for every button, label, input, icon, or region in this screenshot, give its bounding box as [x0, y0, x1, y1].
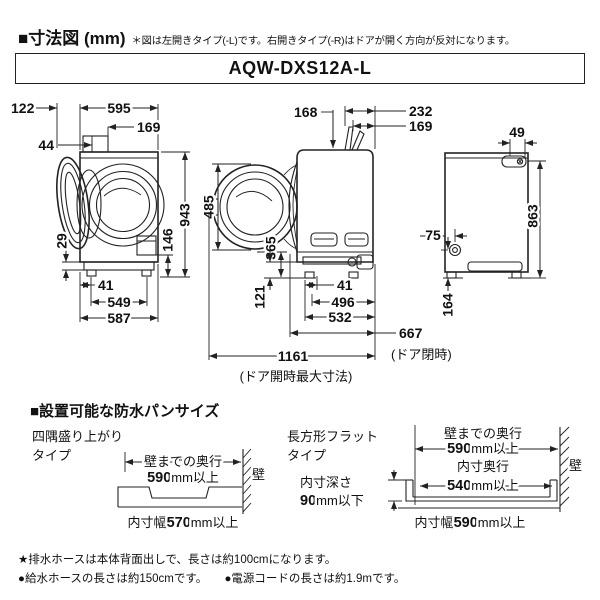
footnote-drain-hose: ★排水ホースは本体背面出しで、長さは約100cmになります。: [18, 554, 337, 566]
drain-hose-top: [344, 126, 354, 151]
pan-left-wall-depth-label: 壁までの奥行: [144, 454, 222, 469]
pan-left-width-label: 内寸幅570mm以上: [128, 515, 239, 531]
pan-right-type-line1: 長方形フラット: [287, 429, 378, 444]
pan-right-wall-depth-value: 590mm以上: [447, 441, 519, 457]
dim-side-leg-inset: 41: [337, 277, 353, 293]
drain-filter-box: [136, 235, 157, 256]
model-number: AQW-DXS12A-L: [228, 58, 372, 78]
door-opening-note: ＊図は左開きタイプ(-L)です。右開きタイプ(-R)はドアが開く方向が反対になり…: [131, 36, 516, 47]
door-opening-outline: [81, 163, 165, 247]
waterproof-pan-canvas: ■設置可能な防水パンサイズ 四隅盛り上がり タイプ 壁 壁までの奥行 590mm…: [30, 402, 585, 534]
open-door-front: [56, 156, 90, 250]
pan-right-depth-label: 内寸深さ: [300, 475, 352, 490]
side-view-drawing: [210, 126, 374, 279]
dim-side-door-closed-depth: 667: [399, 325, 423, 341]
pan-right-diagram: 長方形フラット タイプ 壁 壁までの奥行 590mm以上 内寸奥行 540mm以…: [285, 424, 585, 534]
dimension-drawings-canvas: 122 595 169 44 943 146 29: [9, 98, 546, 387]
pan-right-profile: [405, 480, 558, 502]
dim-side-depth: 532: [328, 309, 352, 325]
front-left-leg: [86, 269, 97, 277]
dim-side-door-diameter: 485: [201, 195, 217, 219]
footnote-row: ●給水ホースの長さは約150cmです。 ●電源コードの長さは約1.9mです。: [18, 570, 419, 586]
side-view-dimensions: 168 232 169 485 365 121: [198, 101, 454, 387]
front-right-leg: [141, 269, 152, 277]
dim-side-hose-offset: 169: [409, 118, 433, 134]
door-open-note: (ドア開時最大寸法): [240, 369, 353, 384]
pan-left-profile: [117, 486, 242, 507]
water-inlet-slot: [501, 155, 527, 168]
drain-elbow: [356, 254, 374, 270]
footnote-power-cord: ●電源コードの長さは約1.9mです。: [224, 573, 406, 585]
door-closed-note: (ドア閉時): [391, 347, 452, 362]
dim-front-hook-offset: 44: [38, 137, 54, 153]
dim-side-base-height: 121: [252, 285, 268, 309]
dim-front-height: 943: [177, 203, 193, 227]
pan-right-inner-depth-value: 540mm以上: [447, 478, 519, 494]
dim-side-top-rear: 232: [409, 103, 433, 119]
dim-front-width: 595: [107, 100, 131, 116]
dim-side-leg-span: 496: [331, 294, 355, 310]
rear-view-drawing: [443, 152, 531, 279]
dim-front-leg-inset: 41: [98, 277, 114, 293]
dimension-figure-title: ■寸法図 (mm): [18, 29, 126, 48]
front-view-drawing: [56, 135, 165, 277]
dim-side-door-bottom-height: 365: [263, 236, 279, 260]
dim-front-filter-height: 146: [160, 228, 176, 252]
pan-right-inner-depth-label: 内寸奥行: [457, 459, 509, 474]
pan-left-type-line1: 四隅盛り上がり: [32, 429, 123, 444]
drain-outlet: [448, 243, 462, 257]
pan-section-title: ■設置可能な防水パンサイズ: [30, 402, 219, 420]
dim-front-base-height: 29: [54, 233, 70, 249]
pan-right-width-label: 内寸幅590mm以上: [415, 515, 526, 531]
dim-front-leg-span: 549: [107, 294, 131, 310]
open-door-side: [212, 164, 298, 250]
dim-front-base-width: 587: [107, 310, 131, 326]
dim-front-door-protrusion: 122: [11, 100, 35, 116]
dim-rear-height: 863: [525, 204, 541, 228]
pan-right-depth-value: 90mm以下: [300, 493, 364, 509]
dim-rear-inlet-offset: 49: [509, 124, 525, 140]
pan-left-wall-depth-value: 590mm以上: [147, 470, 219, 486]
pan-right-wall-depth-label: 壁までの奥行: [444, 426, 522, 441]
dim-front-inlet-offset: 169: [137, 119, 161, 135]
pan-left-type-line2: タイプ: [32, 448, 71, 463]
rear-view-dimensions: 49 863 75 164: [420, 122, 546, 319]
front-view-dimensions: 122 595 169 44 943 146 29: [9, 98, 196, 329]
section-header: ■寸法図 (mm) ＊図は左開きタイプ(-L)です。右開きタイプ(-R)はドアが…: [18, 24, 588, 49]
dim-rear-outlet-offset: 75: [425, 227, 441, 243]
dim-side-top-front: 168: [294, 104, 318, 120]
pan-right-type-line2: タイプ: [287, 448, 326, 463]
model-number-box: AQW-DXS12A-L: [15, 53, 585, 84]
dim-side-door-open-depth: 1161: [278, 348, 309, 364]
pan-left-diagram: 四隅盛り上がり タイプ 壁 壁までの奥行 590mm以上 内寸幅570mm以上: [30, 427, 268, 534]
pan-right-wall-label: 壁: [569, 458, 582, 473]
dim-rear-outlet-height: 164: [440, 293, 456, 317]
footnote-supply-hose: ●給水ホースの長さは約150cmです。: [18, 573, 208, 585]
pan-left-wall-label: 壁: [252, 467, 265, 482]
